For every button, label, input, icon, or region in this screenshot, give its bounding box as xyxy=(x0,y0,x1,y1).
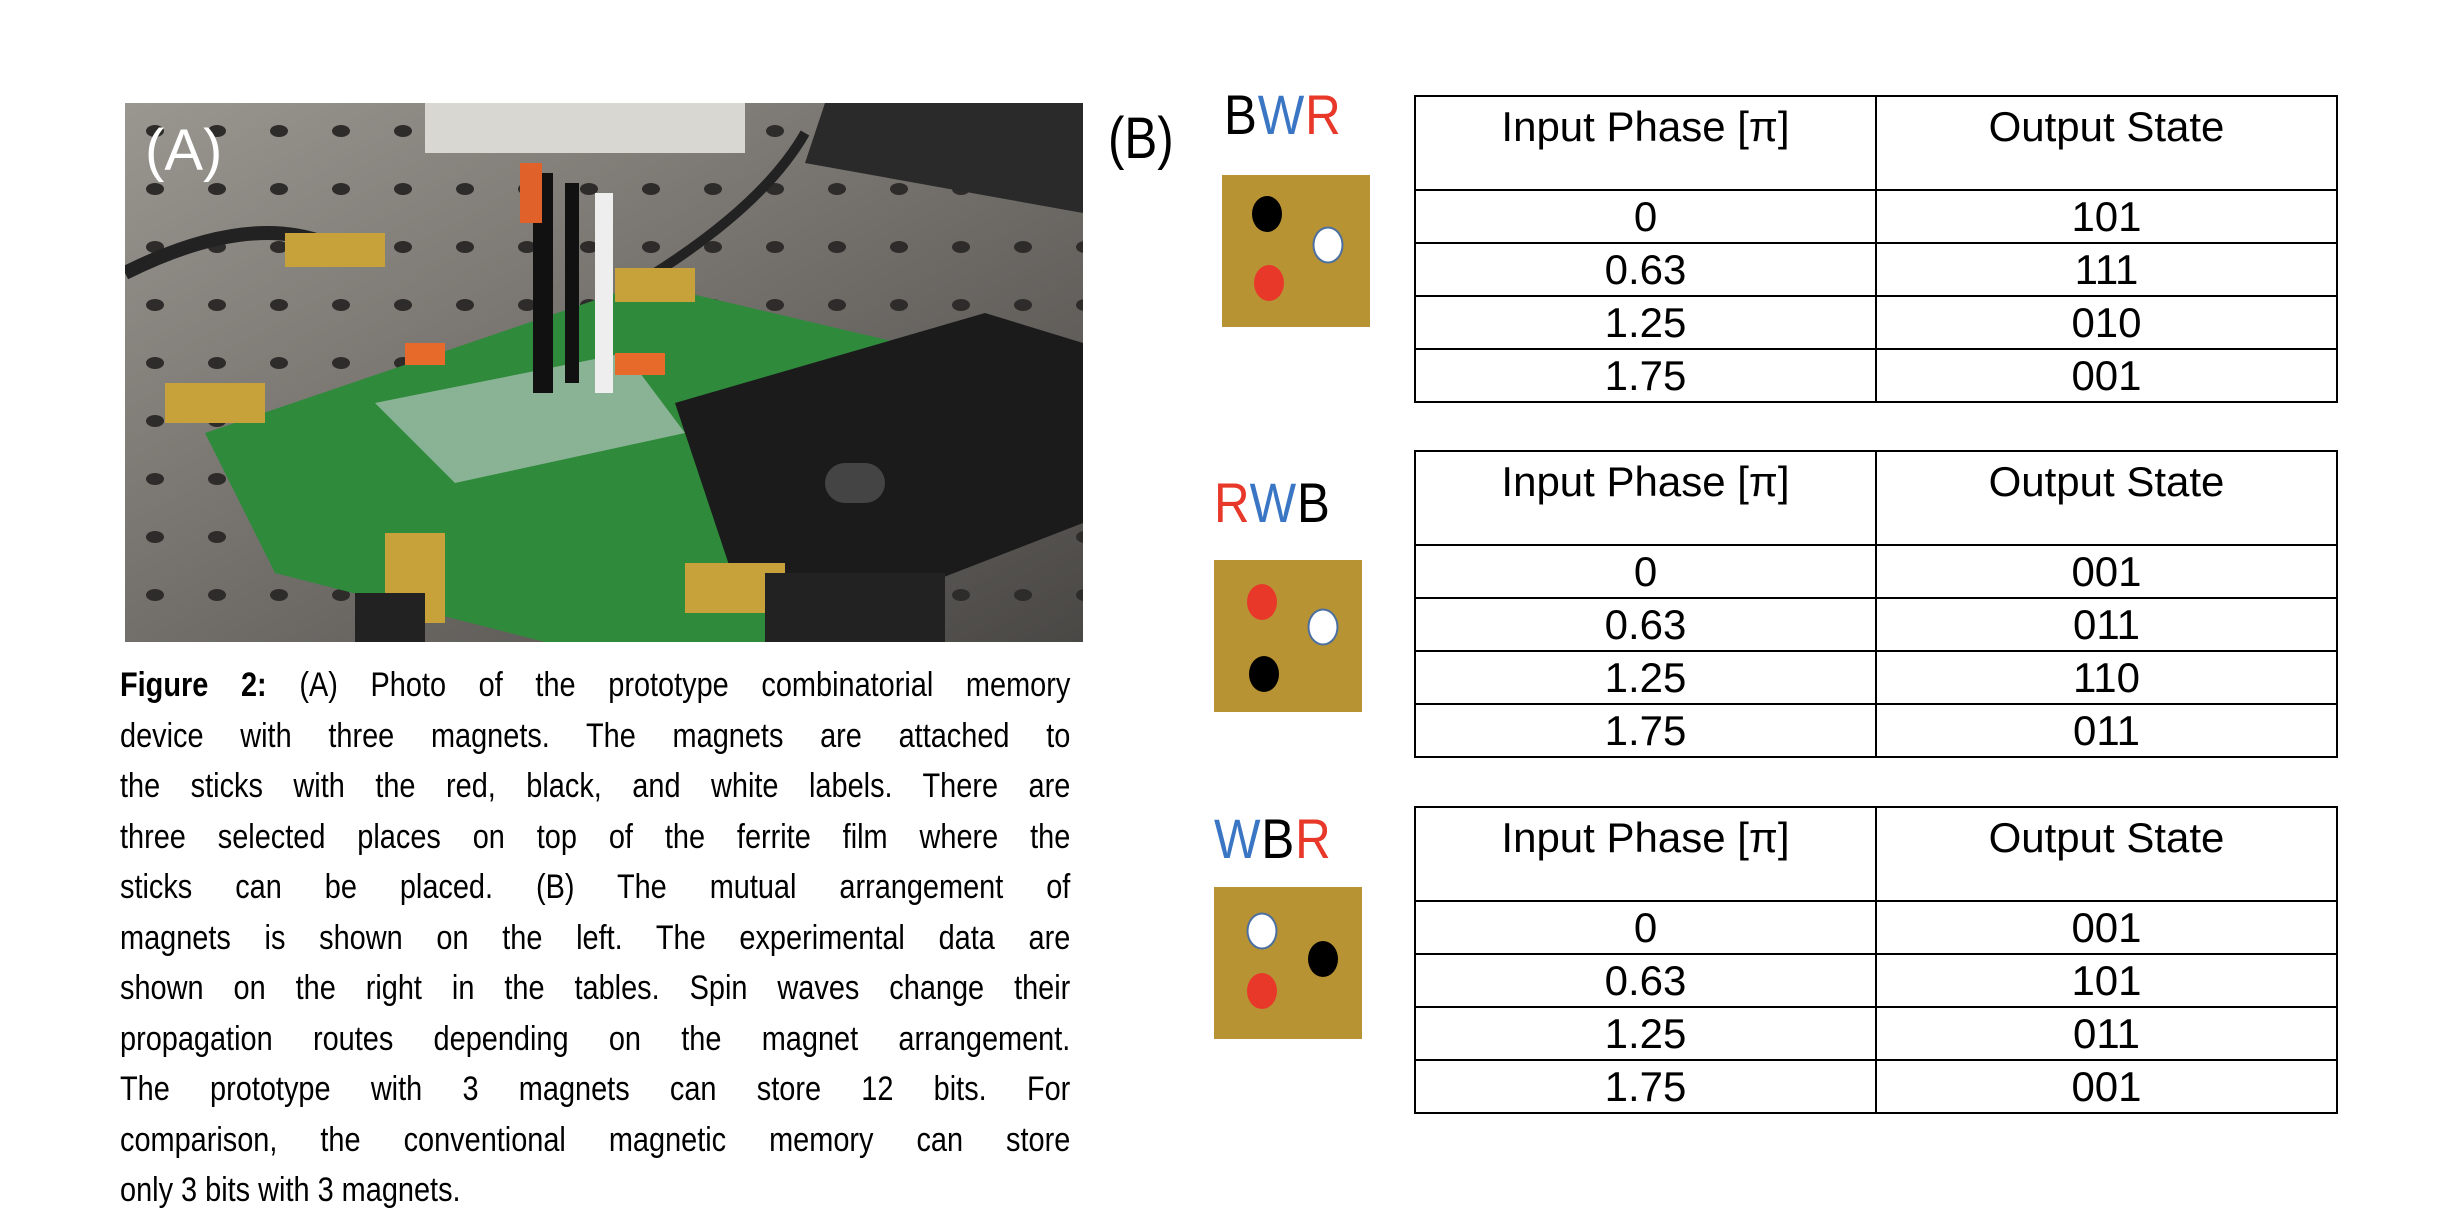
output-state-header: Output State xyxy=(1875,95,2338,191)
output-state-cell: 111 xyxy=(1875,242,2338,297)
input-phase-cell: 0 xyxy=(1414,900,1877,955)
input-phase-header: Input Phase [π] xyxy=(1414,95,1877,191)
panel-b-label: (B) xyxy=(1108,106,1174,171)
white-magnet-dot xyxy=(1307,608,1339,646)
output-state-cell: 011 xyxy=(1875,1006,2338,1061)
caption-line: Figure 2: (A) Photo of the prototype com… xyxy=(120,666,1071,704)
panel-a-label: (A) xyxy=(145,118,223,183)
arrangement-label: WBR xyxy=(1214,806,1332,871)
magnet-arrangement-board xyxy=(1222,175,1370,327)
figure-caption: Figure 2: (A) Photo of the prototype com… xyxy=(120,660,1070,1216)
arrangement-label: RWB xyxy=(1214,470,1331,535)
arrangement-letter: R xyxy=(1305,83,1342,146)
caption-line: three selected places on top of the ferr… xyxy=(120,817,1071,856)
output-state-cell: 011 xyxy=(1875,703,2338,758)
caption-line: sticks can be placed. (B) The mutual arr… xyxy=(120,868,1071,906)
red-magnet-dot xyxy=(1247,584,1277,620)
input-phase-cell: 0.63 xyxy=(1414,242,1877,297)
input-phase-cell: 0 xyxy=(1414,189,1877,244)
magnet-arrangement-board xyxy=(1214,887,1362,1039)
magnet-arrangement-board xyxy=(1214,560,1362,712)
output-state-cell: 001 xyxy=(1875,1059,2338,1114)
red-magnet-dot xyxy=(1254,265,1284,301)
input-phase-cell: 1.25 xyxy=(1414,650,1877,705)
output-state-header: Output State xyxy=(1875,450,2338,546)
table-header-row: Input Phase [π]Output State xyxy=(1414,806,2338,902)
input-phase-cell: 0.63 xyxy=(1414,597,1877,652)
arrangement-letter: B xyxy=(1224,83,1258,146)
device-photo: (A) xyxy=(125,103,1083,642)
caption-figure-number: Figure 2: xyxy=(120,666,267,704)
arrangement-letter: B xyxy=(1261,807,1296,870)
arrangement-label: BWR xyxy=(1224,82,1342,147)
arrangement-letter: W xyxy=(1214,807,1262,870)
caption-line: comparison, the conventional magnetic me… xyxy=(120,1120,1071,1159)
input-phase-header: Input Phase [π] xyxy=(1414,450,1877,546)
caption-line: device with three magnets. The magnets a… xyxy=(120,716,1071,755)
output-state-cell: 001 xyxy=(1875,348,2338,403)
table-header-row: Input Phase [π]Output State xyxy=(1414,450,2338,546)
output-state-cell: 101 xyxy=(1875,189,2338,244)
caption-line: magnets is shown on the left. The experi… xyxy=(120,918,1071,957)
white-magnet-dot xyxy=(1312,226,1344,264)
black-magnet-dot xyxy=(1249,656,1279,692)
input-phase-cell: 0 xyxy=(1414,544,1877,599)
output-state-cell: 110 xyxy=(1875,650,2338,705)
white-magnet-dot xyxy=(1246,912,1278,950)
device-photo-drawing xyxy=(125,103,1083,642)
input-phase-cell: 1.75 xyxy=(1414,703,1877,758)
caption-line: propagation routes depending on the magn… xyxy=(120,1019,1071,1058)
arrangement-letter: W xyxy=(1249,471,1297,534)
input-phase-cell: 1.25 xyxy=(1414,295,1877,350)
caption-line: shown on the right in the tables. Spin w… xyxy=(120,969,1071,1007)
caption-line: The prototype with 3 magnets can store 1… xyxy=(120,1070,1071,1108)
input-phase-cell: 1.75 xyxy=(1414,348,1877,403)
input-phase-cell: 1.25 xyxy=(1414,1006,1877,1061)
red-magnet-dot xyxy=(1247,973,1277,1009)
black-magnet-dot xyxy=(1308,941,1338,977)
arrangement-letter: R xyxy=(1295,807,1332,870)
output-state-cell: 001 xyxy=(1875,900,2338,955)
caption-line: only 3 bits with 3 magnets. xyxy=(120,1171,461,1209)
output-state-cell: 001 xyxy=(1875,544,2338,599)
arrangement-letter: B xyxy=(1296,471,1331,534)
table-header-row: Input Phase [π]Output State xyxy=(1414,95,2338,191)
output-state-cell: 101 xyxy=(1875,953,2338,1008)
input-phase-header: Input Phase [π] xyxy=(1414,806,1877,902)
black-magnet-dot xyxy=(1252,196,1282,232)
arrangement-letter: R xyxy=(1214,471,1250,534)
output-state-header: Output State xyxy=(1875,806,2338,902)
arrangement-letter: W xyxy=(1257,83,1306,146)
input-phase-cell: 0.63 xyxy=(1414,953,1877,1008)
output-state-cell: 011 xyxy=(1875,597,2338,652)
input-phase-cell: 1.75 xyxy=(1414,1059,1877,1114)
caption-line: the sticks with the red, black, and whit… xyxy=(120,767,1071,805)
output-state-cell: 010 xyxy=(1875,295,2338,350)
